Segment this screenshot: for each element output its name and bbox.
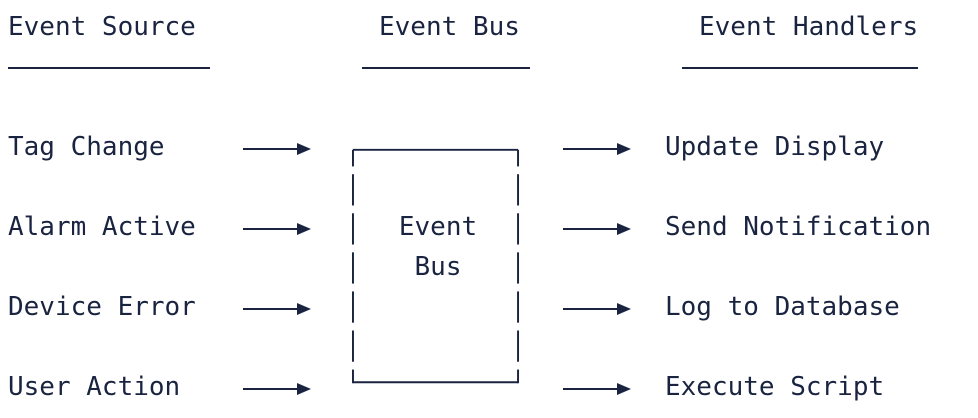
source-alarm-active: Alarm Active — [8, 212, 196, 242]
event-bus-label-line1: Event — [398, 212, 478, 242]
handler-send-notification: Send Notification — [665, 212, 932, 242]
header-event-bus: Event Bus — [379, 12, 520, 42]
arrow-handler-3 — [563, 303, 631, 315]
source-tag-change: Tag Change — [8, 132, 165, 162]
arrow-handler-4 — [563, 383, 631, 395]
source-user-action: User Action — [8, 372, 181, 402]
header-event-handlers: Event Handlers — [699, 12, 919, 42]
handler-update-display: Update Display — [665, 132, 885, 162]
event-bus-box — [352, 148, 520, 384]
arrow-source-1 — [243, 143, 311, 155]
header-event-source: Event Source — [8, 12, 196, 42]
header-underline-source — [8, 67, 210, 69]
arrow-handler-1 — [563, 143, 631, 155]
source-device-error: Device Error — [8, 292, 196, 322]
handler-log-to-database: Log to Database — [665, 292, 900, 322]
arrow-source-3 — [243, 303, 311, 315]
header-underline-handlers — [682, 67, 918, 69]
arrow-source-4 — [243, 383, 311, 395]
header-underline-bus — [362, 67, 530, 69]
arrow-source-2 — [243, 223, 311, 235]
handler-execute-script: Execute Script — [665, 372, 885, 402]
event-bus-label-line2: Bus — [414, 252, 462, 282]
arrow-handler-2 — [563, 223, 631, 235]
